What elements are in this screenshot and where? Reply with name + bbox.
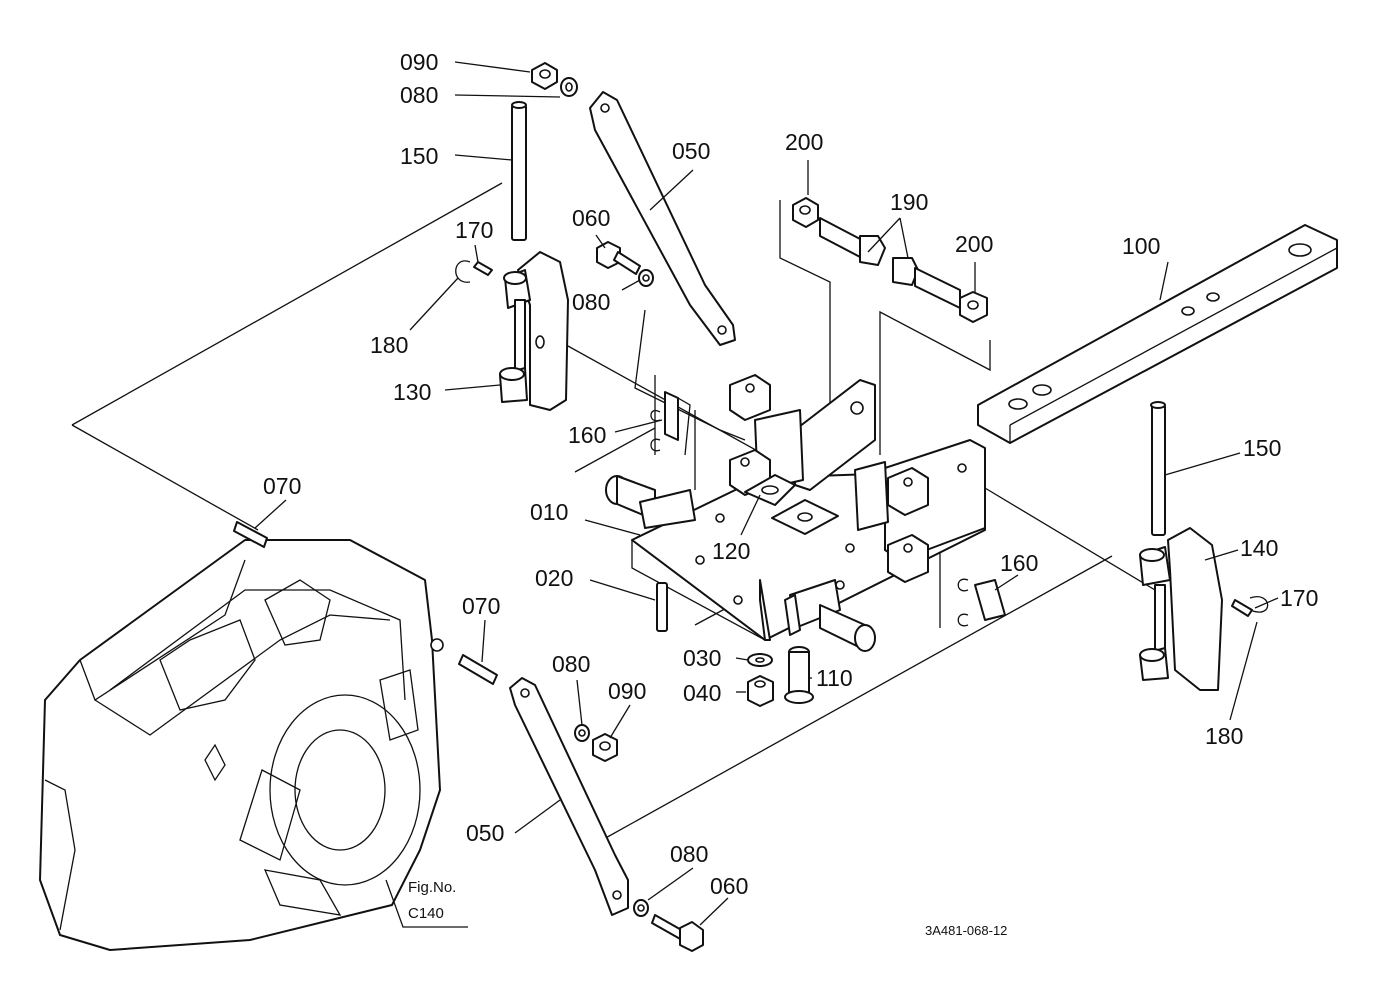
callout-180-left: 180	[370, 332, 408, 358]
callout-100: 100	[1122, 233, 1160, 259]
callout-090-low: 090	[608, 678, 646, 704]
bolt-060-top	[596, 241, 641, 275]
callout-050-low: 050	[466, 820, 504, 846]
spring-right	[957, 578, 1006, 627]
transmission-case	[39, 539, 444, 951]
callout-090-top: 090	[400, 49, 438, 75]
callout-050-top: 050	[672, 138, 710, 164]
stabilizer-bar	[977, 224, 1338, 444]
check-link-lower	[509, 677, 629, 916]
linch-pin-left	[455, 260, 493, 283]
spring-left	[650, 391, 691, 456]
pin-110	[784, 646, 814, 704]
washer-080-mid	[638, 269, 654, 287]
bolt-060-bottom	[651, 914, 704, 952]
callout-200-right: 200	[955, 231, 993, 257]
check-pin-left	[511, 101, 527, 241]
callout-170-left: 170	[455, 217, 493, 243]
callout-120: 120	[712, 538, 750, 564]
callout-150-right: 150	[1243, 435, 1281, 461]
callout-020: 020	[535, 565, 573, 591]
clamp-blocks	[729, 374, 929, 583]
nut-040	[747, 675, 774, 707]
linch-pin-right	[1231, 595, 1269, 617]
callout-170-right: 170	[1280, 585, 1318, 611]
callout-060-bottom: 060	[710, 873, 748, 899]
callout-160-right: 160	[1000, 550, 1038, 576]
nut-090-low	[592, 733, 618, 762]
callout-130: 130	[393, 379, 431, 405]
callout-180-right: 180	[1205, 723, 1243, 749]
stud-070-left	[233, 521, 268, 548]
figure-reference-line2: C140	[408, 905, 444, 922]
callout-leaders	[254, 61, 1279, 928]
washer-030	[747, 653, 773, 667]
callout-160-left: 160	[568, 422, 606, 448]
figure-reference-line1: Fig.No.	[408, 879, 456, 896]
callout-190: 190	[890, 189, 928, 215]
check-pin-right	[1150, 401, 1166, 536]
callout-080-mid: 080	[572, 289, 610, 315]
stud-020	[656, 582, 668, 632]
pivot-pin-right	[784, 579, 876, 652]
callout-200-top: 200	[785, 129, 823, 155]
washer-080-low	[574, 724, 590, 742]
callout-040: 040	[683, 680, 721, 706]
assembly-guide-lines	[71, 182, 1161, 841]
washer-080-top	[560, 77, 578, 97]
nut-200-right	[959, 291, 988, 323]
callout-080-bottom: 080	[670, 841, 708, 867]
nut-200-top	[792, 197, 819, 228]
pivot-pin-left	[605, 475, 696, 529]
callout-080-low: 080	[552, 651, 590, 677]
callout-150-left: 150	[400, 143, 438, 169]
drawing-number: 3A481-068-12	[925, 923, 1007, 938]
callout-140: 140	[1240, 535, 1278, 561]
lock-plate	[771, 499, 839, 535]
callout-070-left: 070	[263, 473, 301, 499]
callout-060-top: 060	[572, 205, 610, 231]
nut-090-top	[531, 62, 558, 90]
callout-030: 030	[683, 645, 721, 671]
bolt-190-upper	[819, 217, 886, 266]
bolt-190-lower	[892, 257, 961, 309]
chain-bracket-left	[499, 251, 569, 411]
washer-080-bottom	[633, 899, 649, 917]
chain-bracket-right	[1139, 527, 1223, 691]
figure-reference: Fig.No. C140	[408, 879, 456, 922]
callout-070-mid: 070	[462, 593, 500, 619]
callout-080-top: 080	[400, 82, 438, 108]
callout-010: 010	[530, 499, 568, 525]
callout-labels: 090 080 150 050 200 190 200 100 170 060 …	[263, 49, 1318, 899]
callout-110: 110	[816, 665, 853, 691]
key-plate	[744, 474, 796, 506]
stud-070-mid	[458, 654, 498, 685]
check-link-upper	[589, 91, 736, 346]
